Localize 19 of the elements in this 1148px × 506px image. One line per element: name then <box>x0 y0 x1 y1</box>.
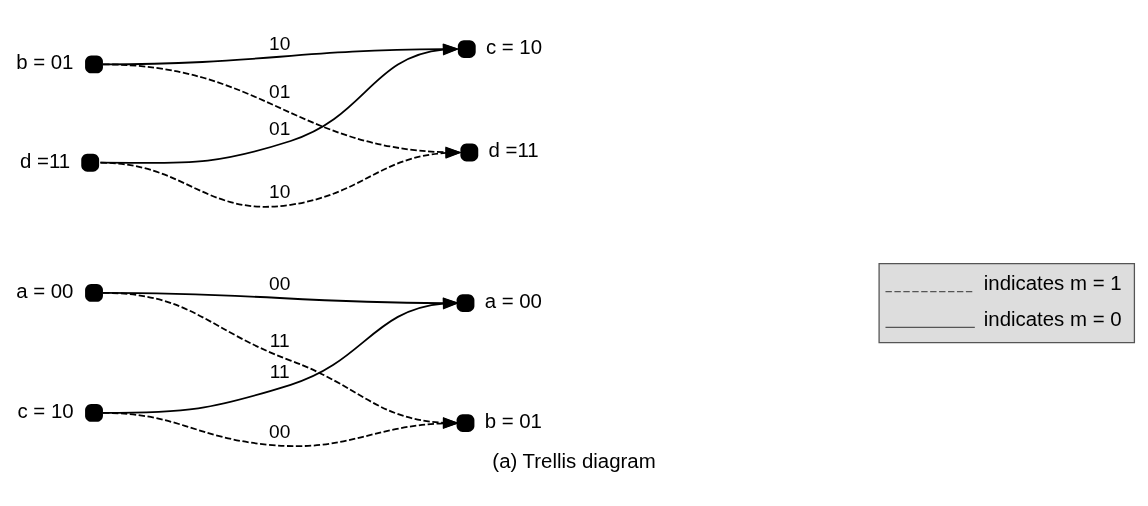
node-label: a = 00 <box>484 289 542 312</box>
edge-label: 01 <box>269 80 291 102</box>
node-label: b = 01 <box>484 409 542 432</box>
edge-label: 01 <box>269 117 291 139</box>
edge-label: 11 <box>269 361 290 383</box>
node-label: a = 00 <box>16 279 74 302</box>
edge-label: 11 <box>269 329 290 351</box>
node-label: b = 01 <box>16 51 74 74</box>
edge-label: 10 <box>269 33 291 55</box>
legend-label: indicates m = 1 <box>983 272 1122 295</box>
node-label: d =11 <box>19 149 71 172</box>
edge-label: 00 <box>269 421 291 443</box>
edge-label: 10 <box>269 181 291 203</box>
node-label: c = 10 <box>17 399 74 422</box>
node-label: c = 10 <box>485 35 543 58</box>
edge-label: 00 <box>269 273 291 295</box>
node-label: d =11 <box>488 139 539 162</box>
caption: (a) Trellis diagram <box>492 450 656 473</box>
legend-label: indicates m = 0 <box>983 307 1122 330</box>
